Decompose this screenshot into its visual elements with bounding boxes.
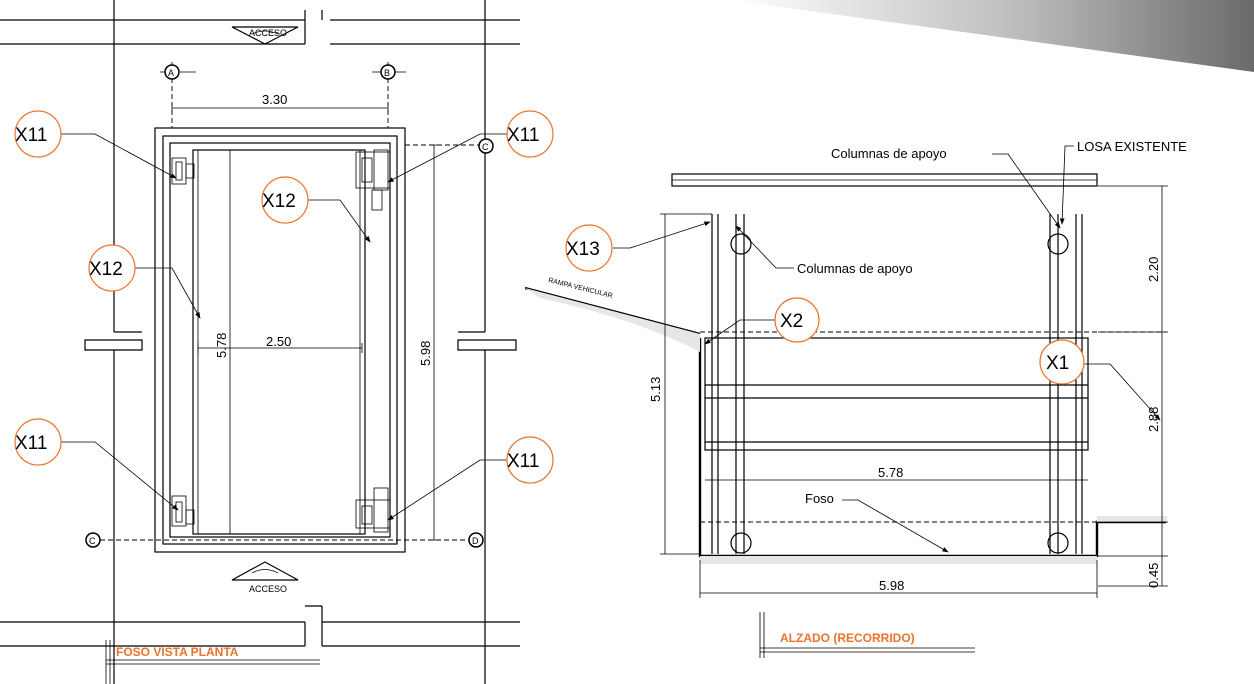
support-columns-label-top: Columnas de apoyo — [831, 146, 947, 161]
dim-5-13: 5.13 — [648, 377, 663, 402]
dim-outer-length: 5.98 — [418, 341, 433, 366]
grid-label-a: A — [168, 68, 174, 78]
pit-label: Foso — [805, 491, 834, 506]
grid-bubble-b — [380, 64, 396, 80]
grid-bubble-c-right — [478, 138, 494, 154]
dim-inner-length: 5.78 — [214, 333, 229, 358]
lift-platform — [704, 337, 1089, 451]
dim-5-78: 5.78 — [878, 465, 903, 480]
dim-0-45: 0.45 — [1146, 563, 1161, 588]
svg-text:X12: X12 — [262, 191, 296, 212]
access-arrow-bottom — [231, 561, 299, 581]
dim-5-98: 5.98 — [879, 578, 904, 593]
svg-text:X11: X11 — [507, 451, 539, 472]
grid-bubble-d — [468, 532, 484, 548]
existing-slab-label: LOSA EXISTENTE — [1077, 139, 1187, 154]
callout-x2: X2 — [774, 297, 820, 343]
grid-bubble-a — [164, 64, 180, 80]
dim-2-20: 2.20 — [1146, 257, 1161, 282]
callout-x11-bl: X11 — [14, 418, 62, 466]
dim-2-88: 2.88 — [1146, 407, 1161, 432]
svg-text:X12: X12 — [89, 259, 123, 280]
svg-text:X11: X11 — [507, 125, 539, 146]
callout-x1: X1 — [1039, 339, 1085, 385]
grid-label-d: D — [472, 536, 479, 546]
support-column-left — [711, 214, 752, 554]
grid-bubble-c — [85, 532, 101, 548]
rail-bracket-br — [355, 487, 391, 533]
access-label-top: ACCESO — [249, 28, 287, 38]
rail-bracket-tr — [355, 149, 391, 211]
grid-label-b: B — [384, 68, 390, 78]
elevation-view: RAMPA VEHICULAR 2.20 2.88 0.45 5.13 5.78… — [524, 139, 1187, 658]
svg-text:X2: X2 — [780, 311, 803, 332]
dim-inner-width: 2.50 — [266, 334, 291, 349]
rail-bracket-bl — [171, 495, 195, 527]
svg-text:X13: X13 — [566, 239, 600, 260]
svg-text:C: C — [482, 142, 489, 152]
callout-x12-left: X12 — [88, 244, 136, 292]
callout-x12-center: X12 — [261, 176, 309, 224]
plan-view: A B C C D ACCESO ACCESO — [0, 0, 554, 684]
svg-text:X11: X11 — [15, 125, 47, 146]
access-label-bottom: ACCESO — [249, 584, 287, 594]
access-arrow-top — [231, 26, 299, 45]
dim-top-width: 3.30 — [262, 92, 287, 107]
callout-x13: X13 — [565, 224, 613, 272]
elevation-title: ALZADO (RECORRIDO) — [780, 631, 915, 645]
svg-text:X11: X11 — [15, 433, 47, 454]
callout-x11-tl: X11 — [14, 110, 62, 158]
grid-label-c: C — [89, 536, 96, 546]
callout-x11-tr: X11 — [506, 110, 554, 158]
corner-decoration — [730, 0, 1254, 72]
plan-title: FOSO VISTA PLANTA — [116, 645, 239, 659]
rail-bracket-tl — [171, 157, 195, 185]
callout-x11-br: X11 — [506, 436, 554, 484]
support-columns-label-mid: Columnas de apoyo — [797, 261, 913, 276]
svg-text:X1: X1 — [1046, 353, 1069, 374]
